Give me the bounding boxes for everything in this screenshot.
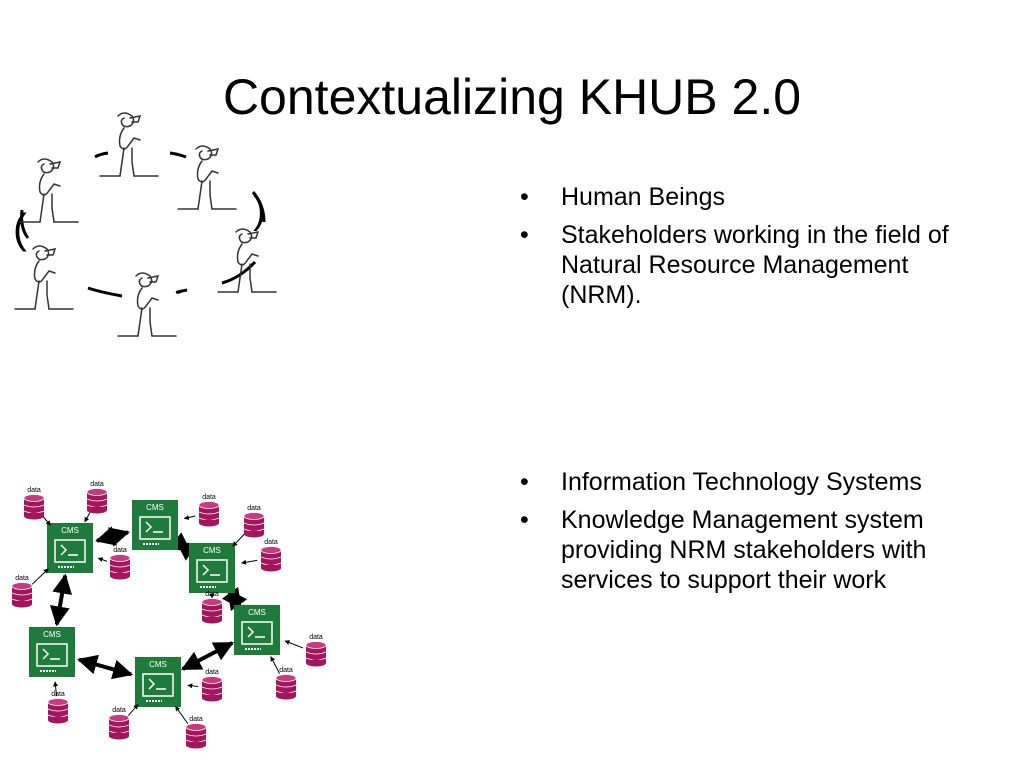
data-arrow bbox=[42, 516, 51, 526]
data-arrow bbox=[232, 533, 245, 547]
it-systems-bullet-list: Information Technology Systems Knowledge… bbox=[520, 467, 960, 603]
cms-node: CMS bbox=[189, 543, 235, 593]
monitor-icon bbox=[196, 559, 228, 588]
data-label: data bbox=[202, 494, 216, 501]
database-icon: data bbox=[23, 487, 45, 520]
database-icon: data bbox=[109, 547, 131, 580]
person-figure-icon bbox=[19, 158, 79, 223]
data-arrow bbox=[270, 656, 281, 674]
cms-node: CMS bbox=[47, 523, 93, 573]
cms-node: CMS bbox=[135, 657, 181, 707]
cms-link bbox=[181, 641, 234, 671]
data-label: data bbox=[205, 669, 219, 676]
data-arrow bbox=[53, 681, 59, 697]
database-icon: data bbox=[198, 494, 220, 527]
cms-node: CMS bbox=[132, 500, 178, 550]
database-icon: data bbox=[86, 481, 108, 514]
cms-label: CMS bbox=[146, 503, 164, 512]
cms-link bbox=[221, 586, 248, 612]
data-label: data bbox=[309, 634, 323, 641]
database-icon: data bbox=[201, 591, 223, 624]
data-arrow bbox=[31, 568, 49, 585]
data-label: data bbox=[189, 716, 203, 723]
data-label: data bbox=[264, 539, 278, 546]
bullet-item: Stakeholders working in the field of Nat… bbox=[520, 220, 960, 310]
bullet-item: Human Beings bbox=[520, 182, 960, 212]
data-arrow bbox=[241, 559, 258, 565]
cms-node: CMS bbox=[29, 627, 75, 677]
cms-node: CMS bbox=[234, 605, 280, 655]
open-paren: ( bbox=[13, 205, 27, 252]
bullet-item: Knowledge Management system providing NR… bbox=[520, 505, 960, 595]
monitor-icon bbox=[241, 621, 273, 650]
data-label: data bbox=[279, 667, 293, 674]
database-icon: data bbox=[275, 667, 297, 700]
monitor-icon bbox=[36, 643, 68, 672]
cms-link bbox=[49, 573, 73, 627]
cms-label: CMS bbox=[248, 608, 266, 617]
cms-network-diagram: CMS CMS CMS CMS CMS CMS data data data data data d… bbox=[11, 481, 327, 749]
database-icon: data bbox=[47, 691, 69, 724]
database-icon: data bbox=[185, 716, 207, 749]
person-figure-icon bbox=[117, 272, 177, 337]
data-label: data bbox=[51, 691, 65, 698]
person-figure-icon bbox=[177, 145, 237, 210]
person-figure-icon bbox=[217, 228, 277, 293]
person-figure-icon bbox=[14, 245, 74, 310]
data-arrow bbox=[183, 515, 196, 520]
database-icon: data bbox=[260, 539, 282, 572]
cms-link bbox=[77, 654, 133, 680]
monitor-icon bbox=[142, 673, 174, 702]
cms-label: CMS bbox=[61, 526, 79, 535]
close-paren: ) bbox=[253, 190, 266, 232]
cms-label: CMS bbox=[43, 630, 61, 639]
cms-label: CMS bbox=[149, 660, 167, 669]
human-circle-illustration: ( ) bbox=[13, 112, 277, 337]
data-arrow bbox=[175, 705, 189, 724]
cms-label: CMS bbox=[203, 546, 221, 555]
data-arrow bbox=[187, 683, 199, 689]
data-label: data bbox=[27, 487, 41, 494]
data-label: data bbox=[247, 505, 261, 512]
database-icon: data bbox=[305, 634, 327, 667]
data-label: data bbox=[90, 481, 104, 488]
database-icon: data bbox=[11, 575, 33, 608]
data-arrow bbox=[97, 557, 107, 563]
monitor-icon bbox=[54, 539, 86, 568]
data-label: data bbox=[113, 547, 127, 554]
circle-dashes bbox=[20, 151, 266, 298]
slide-title: Contextualizing KHUB 2.0 bbox=[222, 69, 802, 125]
database-icon: data bbox=[243, 505, 265, 538]
human-beings-bullet-list: Human Beings Stakeholders working in the… bbox=[520, 182, 960, 318]
cms-link bbox=[95, 526, 130, 547]
bullet-item: Information Technology Systems bbox=[520, 467, 960, 497]
data-label: data bbox=[112, 707, 126, 714]
data-arrow bbox=[127, 704, 139, 716]
monitor-icon bbox=[139, 516, 171, 545]
data-arrow bbox=[84, 511, 91, 523]
data-label: data bbox=[15, 575, 29, 582]
database-icon: data bbox=[201, 669, 223, 702]
database-icon: data bbox=[108, 707, 130, 740]
data-arrow bbox=[284, 640, 304, 649]
person-figure-icon bbox=[99, 112, 159, 177]
cms-link bbox=[169, 532, 198, 561]
data-label: data bbox=[205, 591, 219, 598]
